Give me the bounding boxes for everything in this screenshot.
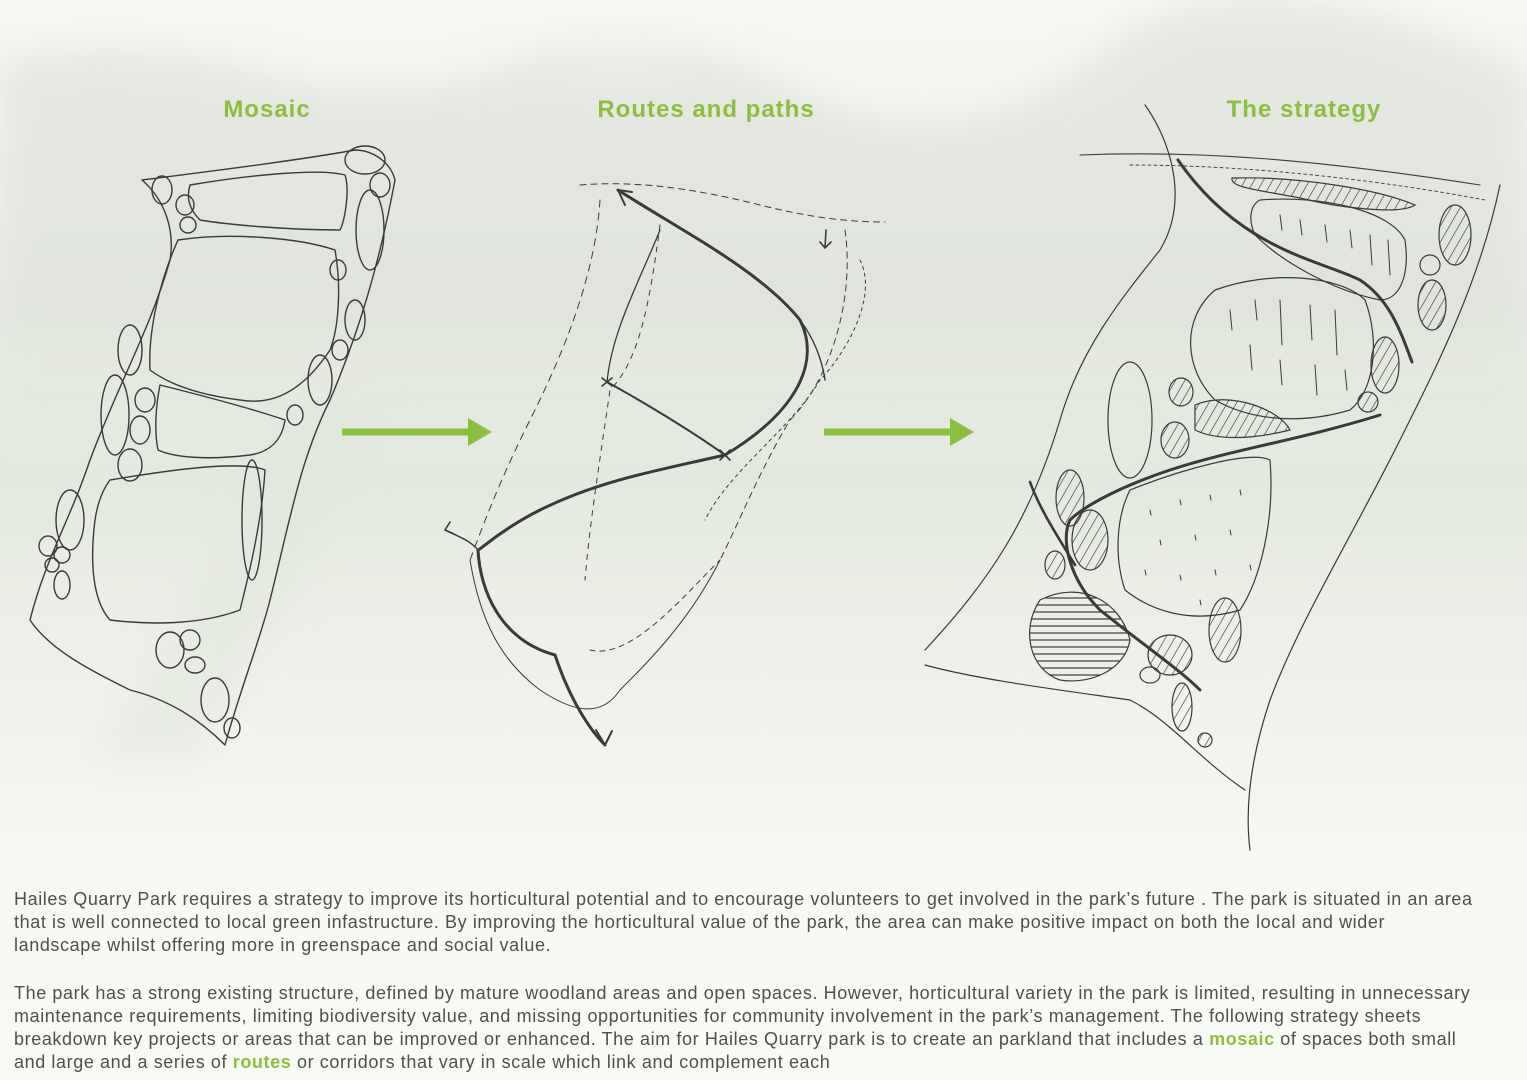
arrow-right-icon: [824, 418, 974, 446]
arrow-right-icon: [342, 418, 492, 446]
heading-routes-and-paths: Routes and paths: [597, 96, 815, 123]
heading-the-strategy: The strategy: [1226, 96, 1382, 123]
paragraph-text: of spaces both small and large and a ser…: [14, 1029, 1457, 1072]
intro-paragraph: Hailes Quarry Park requires a strategy t…: [14, 889, 1473, 955]
heading-mosaic: Mosaic: [223, 96, 311, 123]
highlight-routes: routes: [232, 1052, 292, 1072]
paragraph-text: or corridors that vary in scale which li…: [291, 1052, 831, 1072]
routes-sketch: [444, 183, 886, 747]
structure-paragraph: The park has a strong existing structure…: [14, 982, 1474, 1074]
highlight-mosaic: mosaic: [1209, 1029, 1275, 1049]
paragraph-text: The park has a strong existing structure…: [14, 983, 1471, 1049]
mosaic-sketch: [29, 145, 396, 746]
strategy-sketch: [924, 104, 1501, 851]
